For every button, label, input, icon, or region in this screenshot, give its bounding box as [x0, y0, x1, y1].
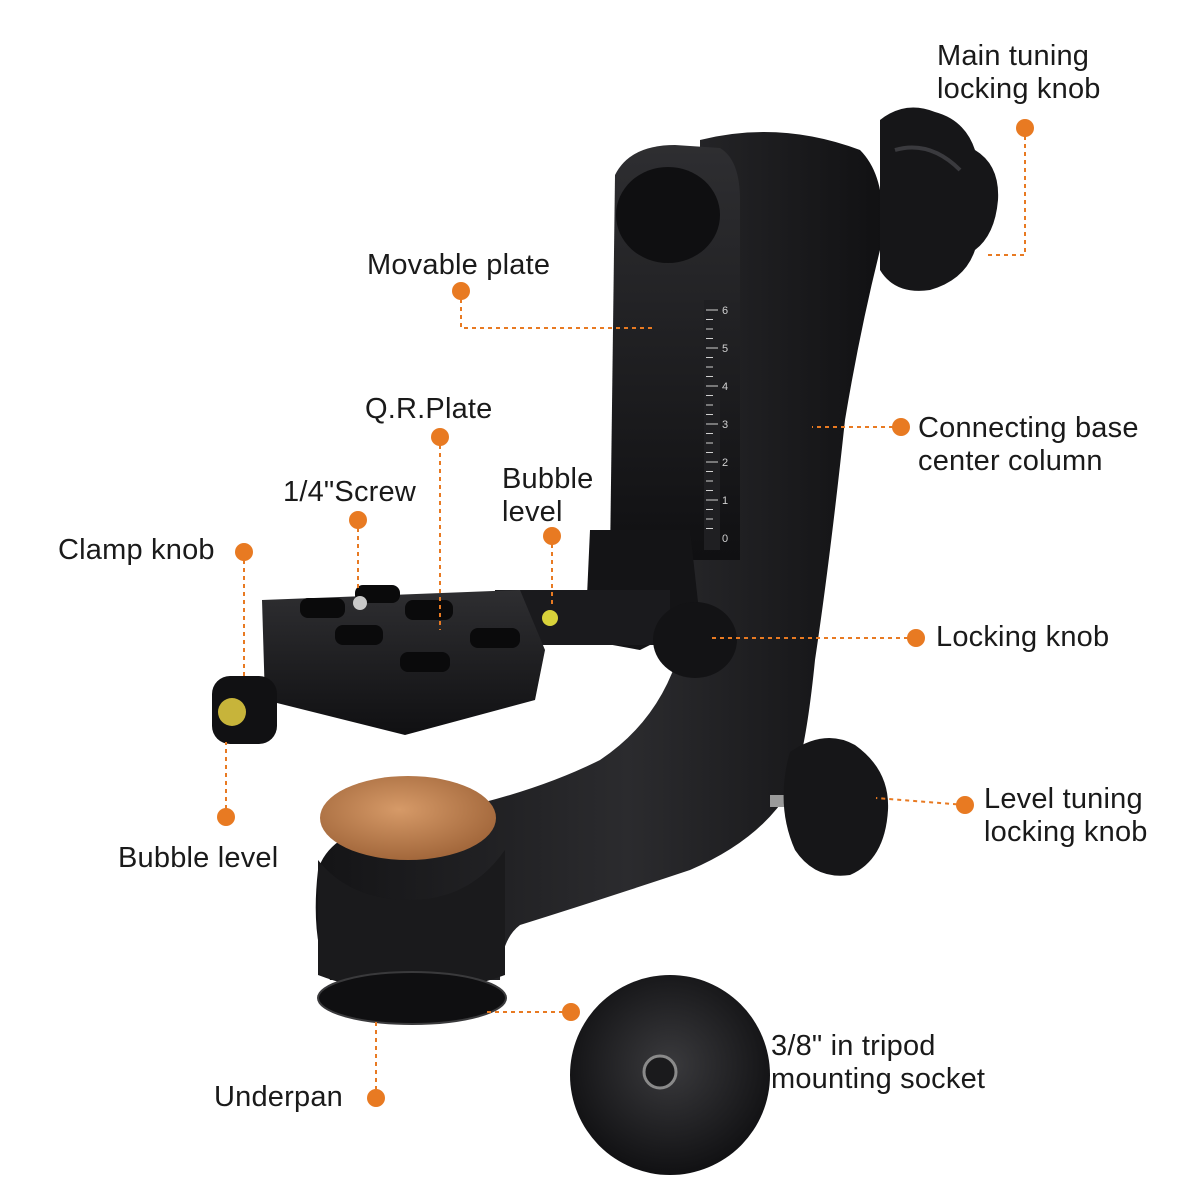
label-bubble-level-left: Bubble level [118, 842, 279, 874]
label-movable-plate: Movable plate [367, 249, 551, 281]
bubble-level-rail [542, 610, 558, 626]
center-column-arm [315, 132, 883, 980]
leader-lines [225, 128, 1026, 1098]
dot-locking-knob [907, 629, 925, 647]
label-bubble-level-top: Bubble level [502, 463, 594, 528]
scale-tick-label: 5 [722, 343, 728, 355]
dot-underpan [367, 1089, 385, 1107]
level-tuning-knob [783, 737, 889, 876]
tripod-socket-hole [642, 1054, 678, 1090]
scale-tick-label: 1 [722, 495, 728, 507]
dot-main-tuning [1016, 119, 1034, 137]
scale-tick-label: 3 [722, 419, 728, 431]
main-tuning-knob [880, 107, 999, 291]
label-level-tuning-knob: Level tuning locking knob [984, 783, 1148, 848]
clamp-bubble-level [218, 698, 246, 726]
dot-movable-plate [452, 282, 470, 300]
dot-level-knob [956, 796, 974, 814]
label-locking-knob: Locking knob [936, 621, 1110, 653]
locking-knob [653, 602, 737, 678]
scale-tick-label: 4 [722, 381, 728, 393]
leader-main-tuning [988, 128, 1026, 256]
scale-tick-label: 2 [722, 457, 728, 469]
label-clamp-knob: Clamp knob [58, 534, 215, 566]
scale-strip [704, 300, 720, 550]
underpan [317, 971, 507, 1025]
dot-tripod [562, 1003, 580, 1021]
label-underpan: Underpan [214, 1081, 343, 1113]
label-connecting-base: Connecting base center column [918, 412, 1139, 477]
dot-connecting-base [892, 418, 910, 436]
plate-cap [616, 167, 720, 263]
label-main-tuning-knob: Main tuning locking knob [937, 40, 1101, 105]
scale-ticks: 6 5 4 3 2 1 0 [706, 305, 728, 545]
dot-bubble-left [217, 808, 235, 826]
screw [353, 596, 367, 610]
label-tripod-socket: 3/8" in tripod mounting socket [771, 1030, 986, 1095]
label-qr-plate: Q.R.Plate [365, 393, 493, 425]
dot-qr-plate [431, 428, 449, 446]
scale-tick-label: 0 [722, 533, 728, 545]
dot-screw [349, 511, 367, 529]
dot-bubble-top [543, 527, 561, 545]
base-cap [320, 776, 496, 860]
leader-level-knob [875, 797, 966, 806]
base-cylinder [318, 835, 505, 993]
label-screw: 1/4"Screw [283, 476, 416, 508]
callout-dots [217, 119, 1034, 1107]
dot-clamp-knob [235, 543, 253, 561]
scale-tick-label: 6 [722, 305, 728, 317]
